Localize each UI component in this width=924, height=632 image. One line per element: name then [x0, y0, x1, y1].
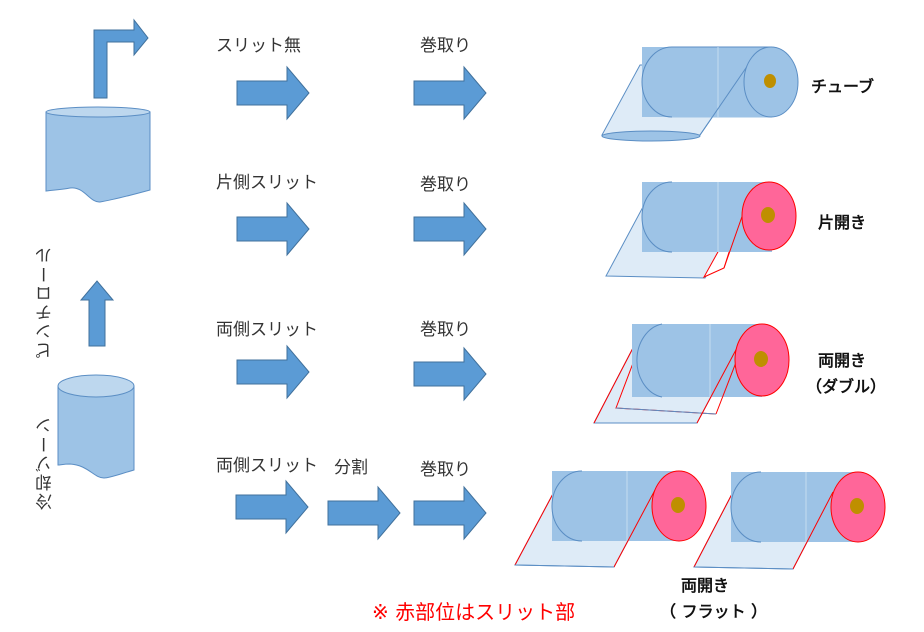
roll-one-side-open [605, 181, 797, 279]
arrow-row4-split [327, 486, 401, 540]
row2-result-label: 片開き [818, 213, 867, 232]
row3-result-label-2: （ダブル） [806, 377, 887, 396]
row3-step2-label: 巻取り [420, 320, 471, 340]
row3-result-label-1: 両開き [818, 351, 867, 370]
up-arrow-icon [79, 280, 115, 347]
roll-double [593, 323, 790, 424]
roll-tube [601, 46, 799, 142]
row2-step1-label: 片側スリット [216, 173, 318, 193]
roll-flat-left [514, 470, 707, 568]
row4-split-label: 分割 [334, 458, 368, 478]
arrow-row1-slit [236, 66, 310, 120]
row3-step1-label: 両側スリット [216, 320, 318, 340]
row4-result-label-2: （ フラット ） [660, 602, 768, 621]
row4-result-label-1: 両開き [681, 576, 730, 595]
row1-step2-label: 巻取り [420, 36, 471, 56]
row2-step2-label: 巻取り [420, 175, 471, 195]
row1-result-label: チューブ [811, 77, 875, 96]
bent-arrow-icon [93, 18, 149, 99]
arrow-row1-wind [413, 66, 487, 120]
row4-step2-label: 巻取り [420, 460, 471, 480]
pinch-roll-label: ピンチロール [36, 245, 56, 359]
row1-step1-label: スリット無 [216, 36, 301, 56]
arrow-row3-wind [413, 347, 487, 401]
arrow-row2-slit [236, 202, 310, 256]
cooling-zone-label: 冷却ゾーン [36, 415, 56, 510]
cooling-cylinder [57, 374, 135, 479]
roll-flat-right [693, 471, 886, 570]
arrow-row2-wind [413, 202, 487, 256]
tube-film-top [45, 106, 151, 203]
row4-step1-label: 両側スリット [216, 456, 318, 476]
slit-note: ※ 赤部位はスリット部 [372, 600, 576, 624]
arrow-row3-slit [236, 345, 310, 399]
arrow-row4-slit [235, 480, 309, 534]
arrow-row4-wind [413, 486, 487, 540]
